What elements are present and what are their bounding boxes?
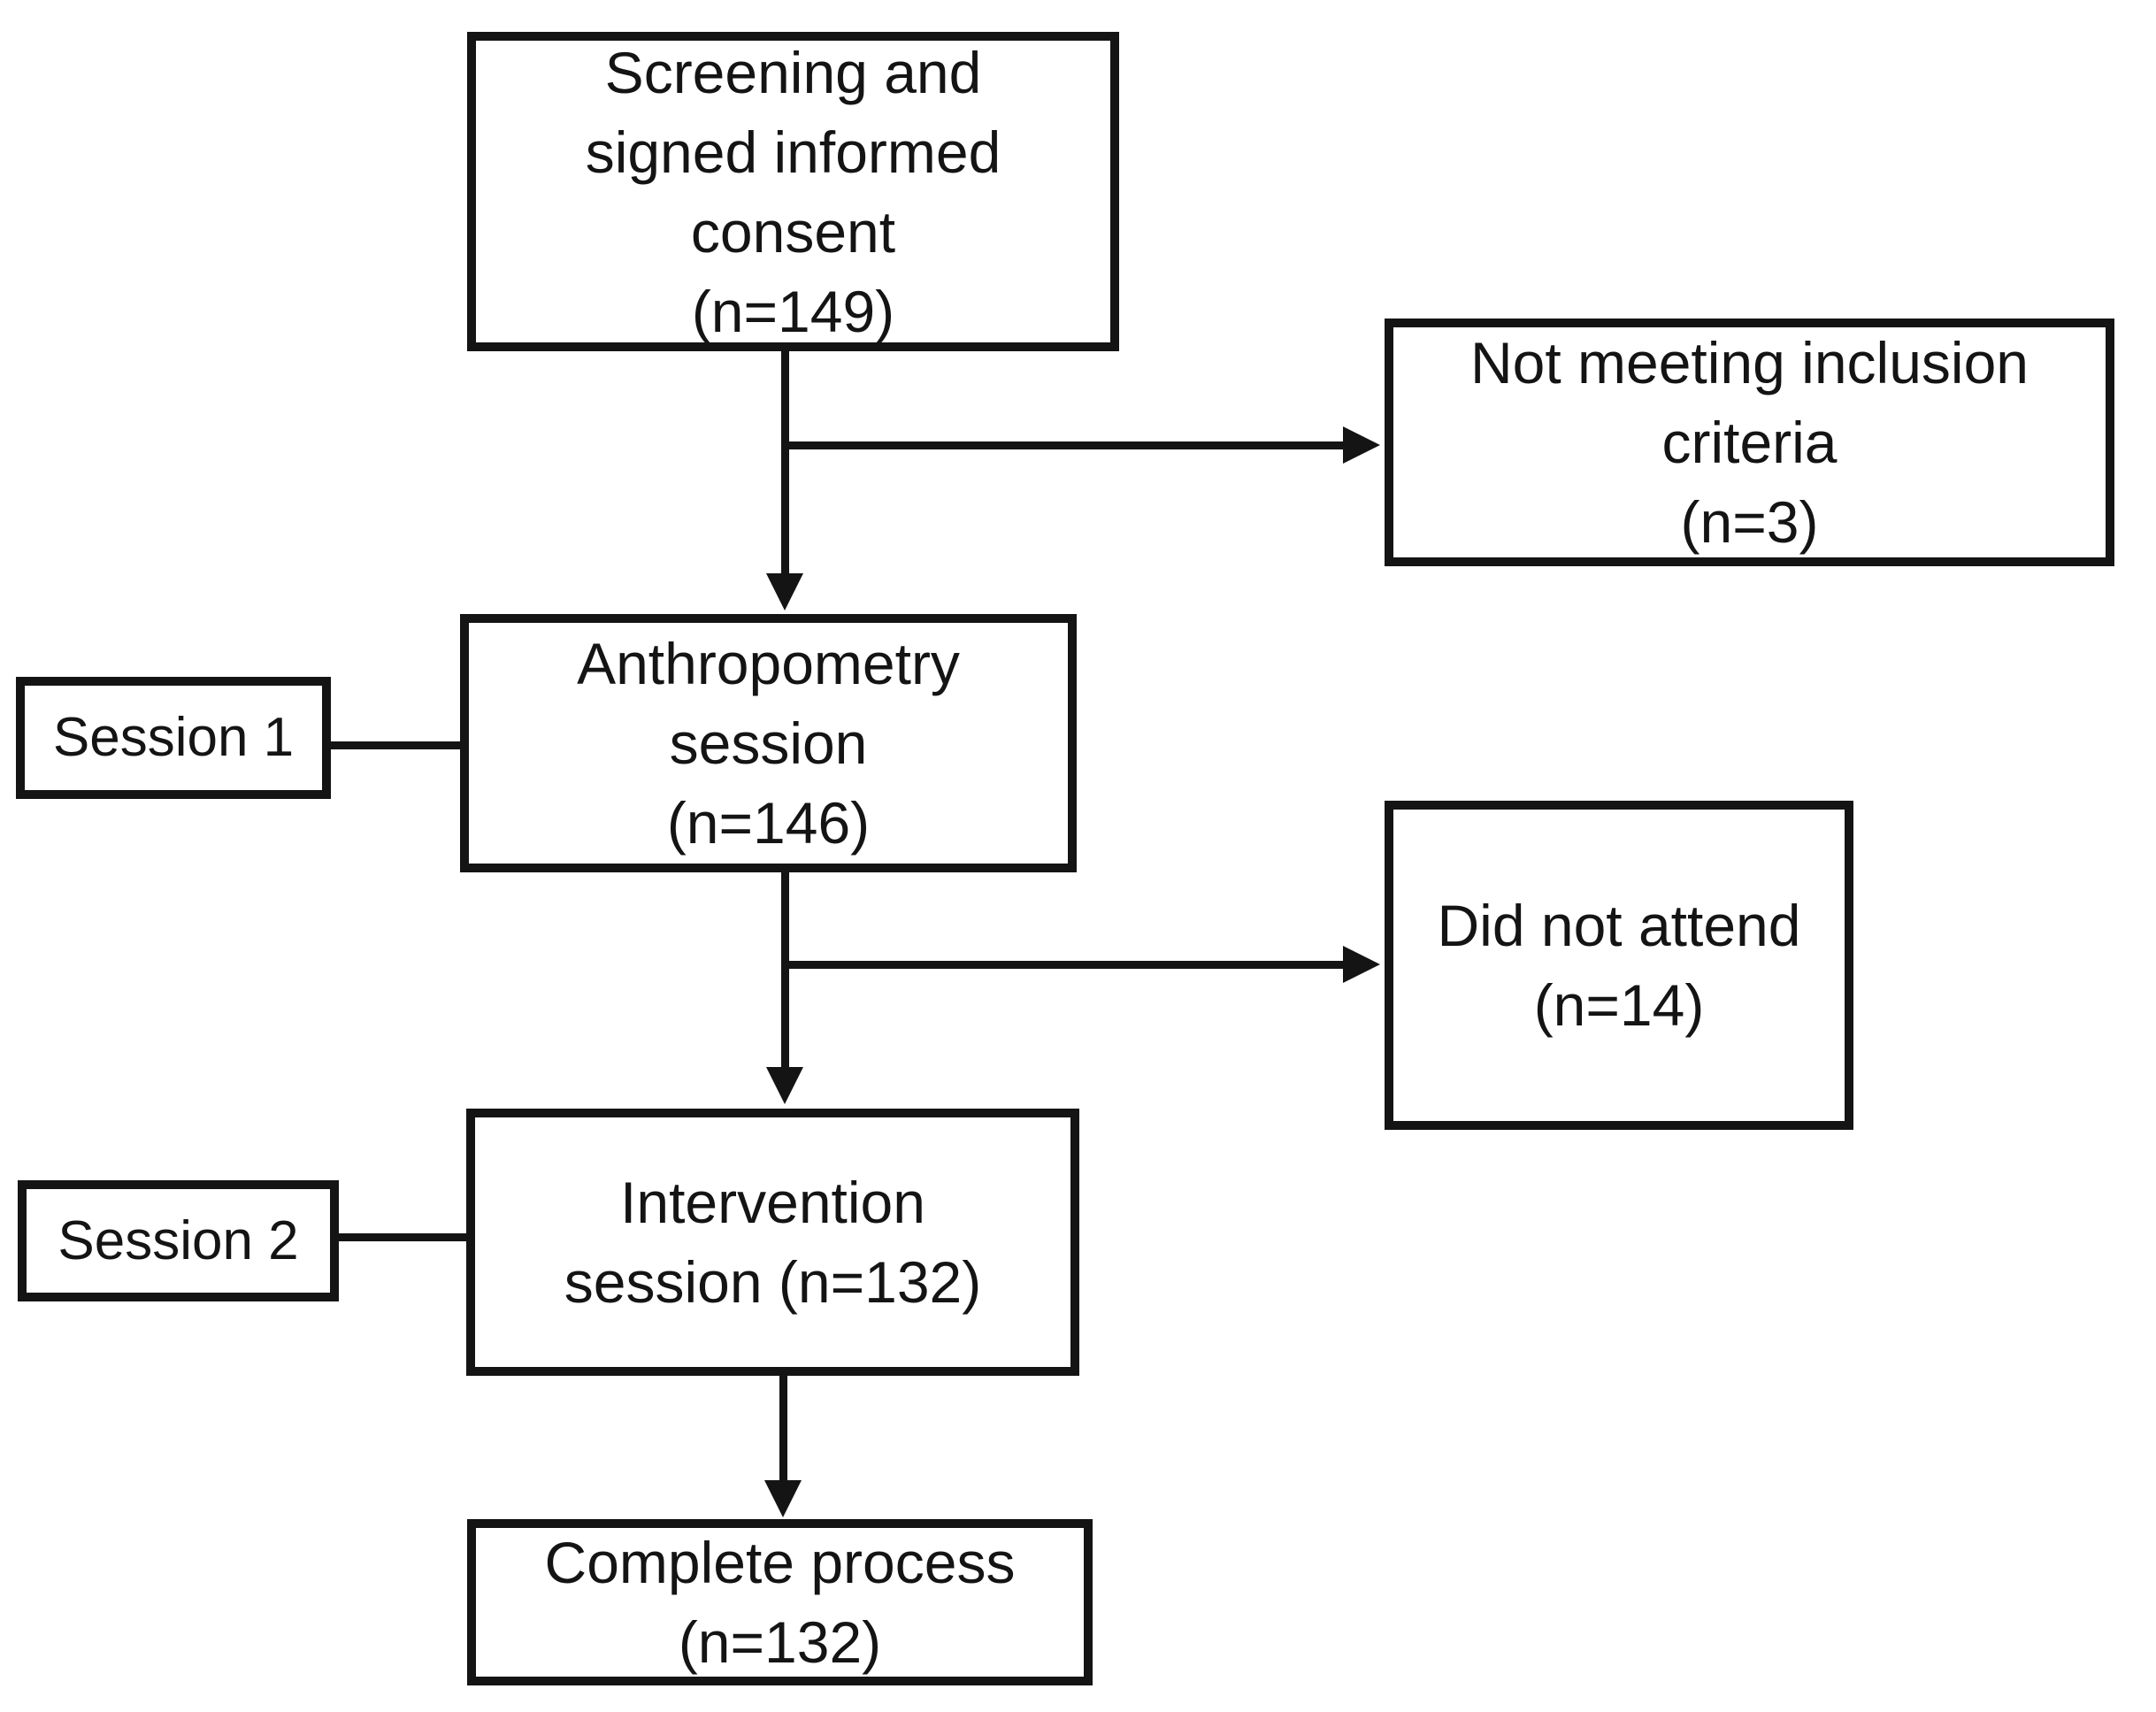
not-meeting-criteria-text-line: criteria: [1661, 410, 1838, 475]
arrowhead-right-not-meeting-icon: [1343, 426, 1380, 464]
screening-consent-text-line: signed informed: [585, 119, 1001, 185]
complete-process-text-line: Complete process: [544, 1530, 1016, 1595]
did-not-attend-box: Did not attend (n=14): [1385, 801, 1853, 1130]
not-meeting-criteria-text-line: Not meeting inclusion: [1470, 330, 2029, 395]
arrowhead-down-complete-icon: [764, 1480, 802, 1517]
connector-session1-to-anthropometry: [331, 741, 460, 749]
did-not-attend-text-line: Did not attend: [1437, 893, 1801, 958]
connector-branch-to-did-not-attend: [781, 961, 1343, 969]
complete-process-count: (n=132): [678, 1609, 882, 1675]
session-2-label-box: Session 2: [18, 1180, 339, 1301]
arrowhead-down-intervention-icon: [766, 1067, 803, 1104]
not-meeting-criteria-box: Not meeting inclusion criteria (n=3): [1385, 319, 2114, 566]
session-2-label: Session 2: [58, 1209, 299, 1271]
connector-anthropometry-to-intervention: [781, 872, 789, 1069]
did-not-attend-count: (n=14): [1533, 972, 1705, 1038]
screening-consent-count: (n=149): [691, 278, 895, 344]
anthropometry-session-text-line: session: [669, 710, 868, 776]
session-1-label: Session 1: [52, 707, 295, 768]
screening-consent-box: Screening and signed informed consent (n…: [467, 32, 1119, 351]
arrowhead-right-did-not-attend-icon: [1343, 946, 1380, 983]
intervention-session-box: Intervention session (n=132): [466, 1109, 1079, 1376]
screening-consent-text-line: consent: [690, 198, 896, 265]
connector-intervention-to-complete: [779, 1376, 787, 1482]
anthropometry-session-count: (n=146): [666, 790, 871, 856]
connector-session2-to-intervention: [339, 1233, 466, 1241]
anthropometry-session-text-line: Anthropometry: [577, 631, 960, 696]
intervention-session-count: session (n=132): [564, 1249, 982, 1315]
not-meeting-criteria-count: (n=3): [1680, 489, 1819, 555]
connector-branch-to-not-meeting: [781, 441, 1343, 449]
complete-process-box: Complete process (n=132): [467, 1519, 1093, 1685]
arrowhead-down-anthropometry-icon: [766, 573, 803, 610]
session-1-label-box: Session 1: [16, 677, 331, 799]
anthropometry-session-box: Anthropometry session (n=146): [460, 614, 1077, 872]
intervention-session-text-line: Intervention: [620, 1170, 925, 1235]
screening-consent-text-line: Screening and: [604, 39, 982, 105]
connector-screening-to-anthropometry: [781, 351, 789, 575]
